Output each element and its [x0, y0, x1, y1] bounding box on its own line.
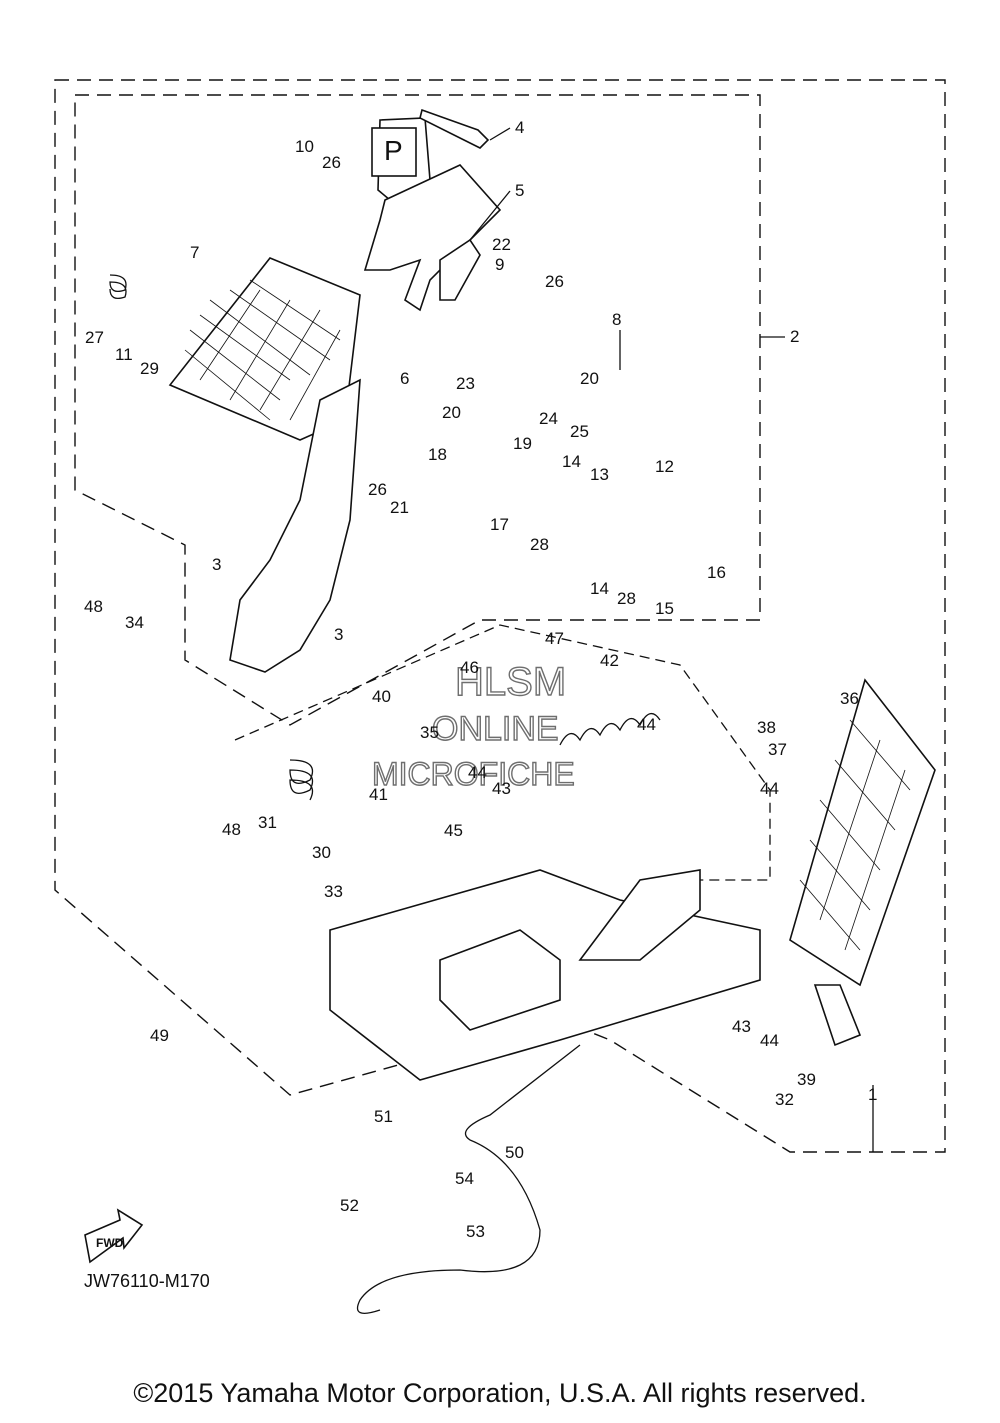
- svg-text:FWD: FWD: [96, 1236, 124, 1250]
- callout-51: 51: [374, 1107, 393, 1126]
- parking-brake-pedal: [363, 108, 502, 312]
- fwd-arrow-icon: FWD: [84, 1208, 144, 1264]
- callout-13: 13: [590, 465, 609, 484]
- diagram-code: JW76110-M170: [84, 1271, 210, 1291]
- callout-23: 23: [456, 374, 475, 393]
- callout-25: 25: [570, 422, 589, 441]
- callout-9: 9: [495, 255, 504, 274]
- callout-37: 37: [768, 740, 787, 759]
- callout-26: 26: [545, 272, 564, 291]
- callout-44: 44: [760, 1031, 779, 1050]
- callout-41: 41: [369, 785, 388, 804]
- lower-group-boundary: [234, 624, 771, 881]
- torsion-spring-31: [289, 759, 314, 801]
- spring-27: [109, 274, 127, 300]
- callout-20: 20: [580, 369, 599, 388]
- callout-44: 44: [637, 715, 656, 734]
- callout-8: 8: [612, 310, 621, 329]
- callout-44: 44: [760, 779, 779, 798]
- brake-pedal-arm: [229, 378, 361, 673]
- callout-52: 52: [340, 1196, 359, 1215]
- return-spring-42: [559, 713, 661, 746]
- callout-43: 43: [732, 1017, 751, 1036]
- parking-brake-symbol: P: [384, 135, 403, 166]
- callout-50: 50: [505, 1143, 524, 1162]
- callout-31: 31: [258, 813, 277, 832]
- callout-33: 33: [324, 882, 343, 901]
- callout-19: 19: [513, 434, 532, 453]
- callout-17: 17: [490, 515, 509, 534]
- callout-35: 35: [420, 723, 439, 742]
- copyright-text: ©2015 Yamaha Motor Corporation, U.S.A. A…: [133, 1378, 867, 1408]
- callout-11: 11: [115, 345, 133, 364]
- callout-53: 53: [466, 1222, 485, 1241]
- callout-48: 48: [84, 597, 103, 616]
- callout-18: 18: [428, 445, 447, 464]
- callout-46: 46: [460, 658, 479, 677]
- callout-4: 4: [515, 118, 524, 137]
- brake-cable: [356, 1044, 581, 1314]
- callout-16: 16: [707, 563, 726, 582]
- callout-36: 36: [840, 689, 859, 708]
- callout-14: 14: [562, 452, 581, 471]
- callout-40: 40: [372, 687, 391, 706]
- callout-30: 30: [312, 843, 331, 862]
- callout-6: 6: [400, 369, 409, 388]
- callout-42: 42: [600, 651, 619, 670]
- svg-text:HLSM: HLSM: [455, 660, 566, 704]
- callout-14: 14: [590, 579, 609, 598]
- callout-leader-5: [469, 190, 511, 241]
- callout-5: 5: [515, 181, 524, 200]
- callout-24: 24: [539, 409, 558, 428]
- assembly-2-boundary: [74, 94, 761, 726]
- callout-3: 3: [212, 555, 221, 574]
- callout-12: 12: [655, 457, 674, 476]
- callout-7: 7: [190, 243, 199, 262]
- callout-29: 29: [140, 359, 159, 378]
- callout-49: 49: [150, 1026, 169, 1045]
- callout-47: 47: [545, 629, 564, 648]
- callout-44: 44: [468, 763, 487, 782]
- callout-28: 28: [617, 589, 636, 608]
- callout-2: 2: [790, 327, 799, 346]
- callout-15: 15: [655, 599, 674, 618]
- callout-32: 32: [775, 1090, 794, 1109]
- callout-22: 22: [492, 235, 511, 254]
- callout-26: 26: [368, 480, 387, 499]
- callout-34: 34: [125, 613, 144, 632]
- main-bracket: [329, 869, 761, 1081]
- assembly-1-boundary: [54, 79, 946, 1153]
- callouts-layer: 1233456789101112131414151617181920202122…: [84, 118, 877, 1241]
- callout-54: 54: [455, 1169, 474, 1188]
- callout-45: 45: [444, 821, 463, 840]
- callout-43: 43: [492, 779, 511, 798]
- svg-text:ONLINE: ONLINE: [432, 710, 559, 748]
- callout-26: 26: [322, 153, 341, 172]
- callout-48: 48: [222, 820, 241, 839]
- accelerator-pedal: [789, 678, 936, 1047]
- svg-text:MICROFICHE: MICROFICHE: [372, 756, 575, 792]
- callout-20: 20: [442, 403, 461, 422]
- callout-10: 10: [295, 137, 314, 156]
- callout-28: 28: [530, 535, 549, 554]
- callout-21: 21: [390, 498, 409, 517]
- callout-27: 27: [85, 328, 104, 347]
- callout-39: 39: [797, 1070, 816, 1089]
- callout-3: 3: [334, 625, 343, 644]
- callout-leader-4: [489, 127, 511, 141]
- callout-38: 38: [757, 718, 776, 737]
- watermark: HLSM ONLINE MICROFICHE: [371, 659, 575, 792]
